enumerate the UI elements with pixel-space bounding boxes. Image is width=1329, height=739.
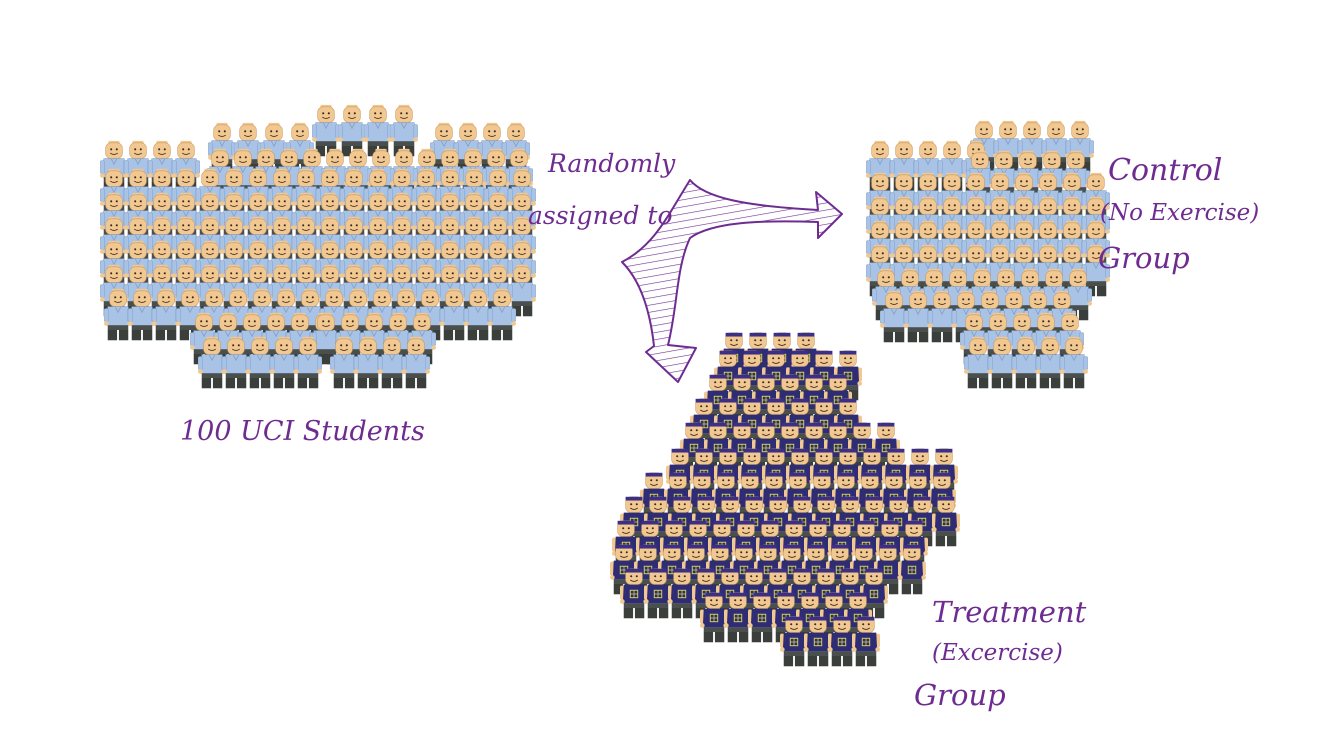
student-minifigure-icon xyxy=(390,104,418,157)
treatment-group-crowd xyxy=(610,332,960,667)
assignment-arrow xyxy=(621,179,843,383)
treatment-label-line3: Group xyxy=(914,678,1006,712)
assignment-label-line2: assigned to xyxy=(528,201,673,230)
student-minifigure-icon xyxy=(364,104,392,157)
population-label: 100 UCI Students xyxy=(180,416,425,447)
assignment-label-line1: Randomly xyxy=(547,149,676,178)
treatment-label-line1: Treatment xyxy=(932,595,1087,629)
control-label-line2: (No Exercise) xyxy=(1100,200,1259,226)
student-minifigure-icon xyxy=(312,104,340,157)
student-minifigure-icon xyxy=(338,104,366,157)
treatment-label-line2: (Excercise) xyxy=(932,640,1063,666)
control-label-line3: Group xyxy=(1098,241,1190,275)
control-label-line1: Control xyxy=(1108,153,1222,188)
population-crowd xyxy=(100,104,536,389)
control-group-crowd xyxy=(866,120,1110,389)
